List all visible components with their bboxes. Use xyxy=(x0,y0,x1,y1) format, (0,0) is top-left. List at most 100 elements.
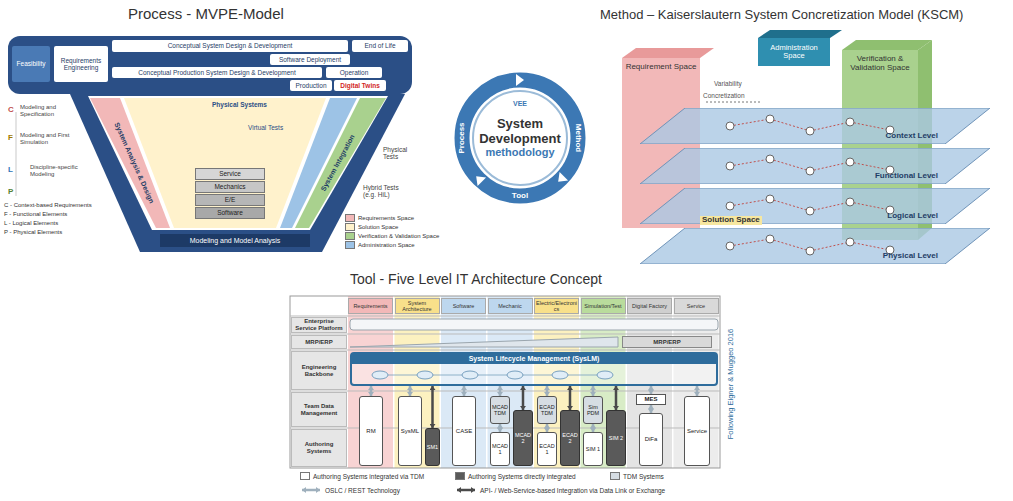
annotation-label: Process - MVPE-Model xyxy=(128,6,284,23)
legend-item: Solution Space xyxy=(345,223,398,231)
annotation-label: Modeling and First Simulation xyxy=(20,132,78,145)
phase-arrow: Software Deployment xyxy=(270,54,350,65)
node-text: Engineering Backbone xyxy=(294,364,344,377)
legend-swatch xyxy=(300,472,310,480)
block-top-face xyxy=(622,48,714,58)
authoring-box: DiFa xyxy=(639,413,663,466)
annotation-label: C xyxy=(8,106,14,115)
authoring-box: SIM 1 xyxy=(583,432,603,466)
node-text: E/E xyxy=(225,196,235,203)
lifecycle-band xyxy=(8,36,412,94)
row-line xyxy=(290,316,720,317)
legend-text: Verification & Validation Space xyxy=(358,233,439,239)
annotation-label: Physical Tests xyxy=(383,146,419,161)
api-connector xyxy=(431,386,434,428)
node-text: Software xyxy=(453,303,475,309)
legend-arrow xyxy=(302,489,320,492)
row-label: MRP/ERP xyxy=(291,335,347,349)
annotation-label: L - Logical Elements xyxy=(4,220,58,227)
legend-swatch xyxy=(345,223,355,231)
phase-box: Requirements Engineering xyxy=(54,46,108,82)
authoring-box: RM xyxy=(359,396,383,466)
model-element xyxy=(806,207,814,215)
annotation-label: Method – Kaiserslautern System Concretiz… xyxy=(600,8,963,23)
authoring-box: MCAD 2 xyxy=(513,410,533,466)
node-text: Digital Factory xyxy=(632,303,667,309)
model-element xyxy=(726,202,734,210)
element-link xyxy=(810,202,850,211)
element-link xyxy=(850,162,890,170)
element-link xyxy=(730,199,770,206)
backbone-box: System Lifecycle Management (SysLM) xyxy=(350,352,718,386)
legend-arrow-sample xyxy=(300,486,322,494)
oslc-connector xyxy=(592,386,595,396)
node-text: Software xyxy=(217,209,243,216)
row-label: Authoring Systems xyxy=(291,429,347,467)
legend-swatch xyxy=(610,472,620,480)
authoring-box: SIM 2 xyxy=(606,410,626,466)
legend-item: TDM Systems xyxy=(610,472,664,480)
validation-strip xyxy=(295,98,386,228)
node-text: Administration Space xyxy=(761,44,827,61)
annotation-label: Following Eigner & Muggeo 2016 xyxy=(727,329,735,440)
api-connector xyxy=(522,386,525,410)
element-link xyxy=(770,239,810,251)
authoring-box: SM1 xyxy=(425,428,440,466)
node-text: Requirements xyxy=(353,303,387,309)
phase-arrow: Operation xyxy=(326,67,382,78)
node-text: Conceptual System Design & Development xyxy=(168,42,293,49)
oslc-connector xyxy=(592,424,595,432)
discipline-box: Software xyxy=(195,207,265,219)
space-block: Administration Space xyxy=(758,38,830,66)
annotation-label: Virtual Tests xyxy=(248,124,283,131)
legend-text: OSLC / REST Technology xyxy=(325,487,400,494)
row-label: Enterprise Service Platform xyxy=(291,317,347,333)
table-frame xyxy=(290,296,720,468)
platform-bar xyxy=(350,319,718,330)
node-text: ECAD TDM xyxy=(538,404,556,416)
model-element xyxy=(806,127,814,135)
element-link xyxy=(810,162,850,171)
authoring-box: CASE xyxy=(452,396,476,466)
element-link xyxy=(730,239,770,246)
legend-text: Solution Space xyxy=(358,224,398,230)
node-text: Mechanics xyxy=(214,183,245,190)
annotation-label: F - Functional Elements xyxy=(4,211,67,218)
cycle-arrow xyxy=(554,172,568,186)
annotation-label: Solution Space xyxy=(700,216,762,225)
row-line xyxy=(290,334,720,335)
discipline-box: Mechanics xyxy=(195,181,265,193)
element-link xyxy=(770,119,810,131)
annotation-label: L xyxy=(8,166,13,175)
element-link xyxy=(810,122,850,131)
element-link xyxy=(770,159,810,171)
node-text: Enterprise Service Platform xyxy=(294,318,344,331)
node-text: Feasibility xyxy=(17,60,46,67)
authoring-box: MCAD 1 xyxy=(490,432,510,466)
level-layer: Logical Level xyxy=(640,188,990,224)
model-element xyxy=(726,162,734,170)
node-text: Authoring Systems xyxy=(294,441,344,454)
node-text: Mechanic xyxy=(498,303,522,309)
annotation-label: P xyxy=(8,188,13,197)
row-label: Engineering Backbone xyxy=(291,351,347,390)
element-link xyxy=(770,199,810,211)
node-text: MRP/ERP xyxy=(653,339,680,346)
legend-text: Requirements Space xyxy=(358,215,414,221)
annotation-label: Process xyxy=(458,122,467,153)
column-header: Digital Factory xyxy=(627,298,672,314)
annotation-label: P - Physical Elements xyxy=(4,229,62,236)
system-box: MES xyxy=(636,394,666,405)
discipline-box: E/E xyxy=(195,194,265,206)
row-line xyxy=(290,350,720,351)
oslc-connector xyxy=(499,424,502,432)
annotation-label: F xyxy=(8,134,13,143)
model-element xyxy=(766,235,774,243)
oslc-connector xyxy=(650,405,653,413)
column-header: Mechanic xyxy=(488,298,533,314)
oslc-connector xyxy=(696,386,699,396)
tdm-box: MCAD TDM xyxy=(490,396,510,424)
node-text: Software Deployment xyxy=(279,56,341,63)
annotation-label: Hybrid Tests (e.g. HiL) xyxy=(363,184,413,199)
